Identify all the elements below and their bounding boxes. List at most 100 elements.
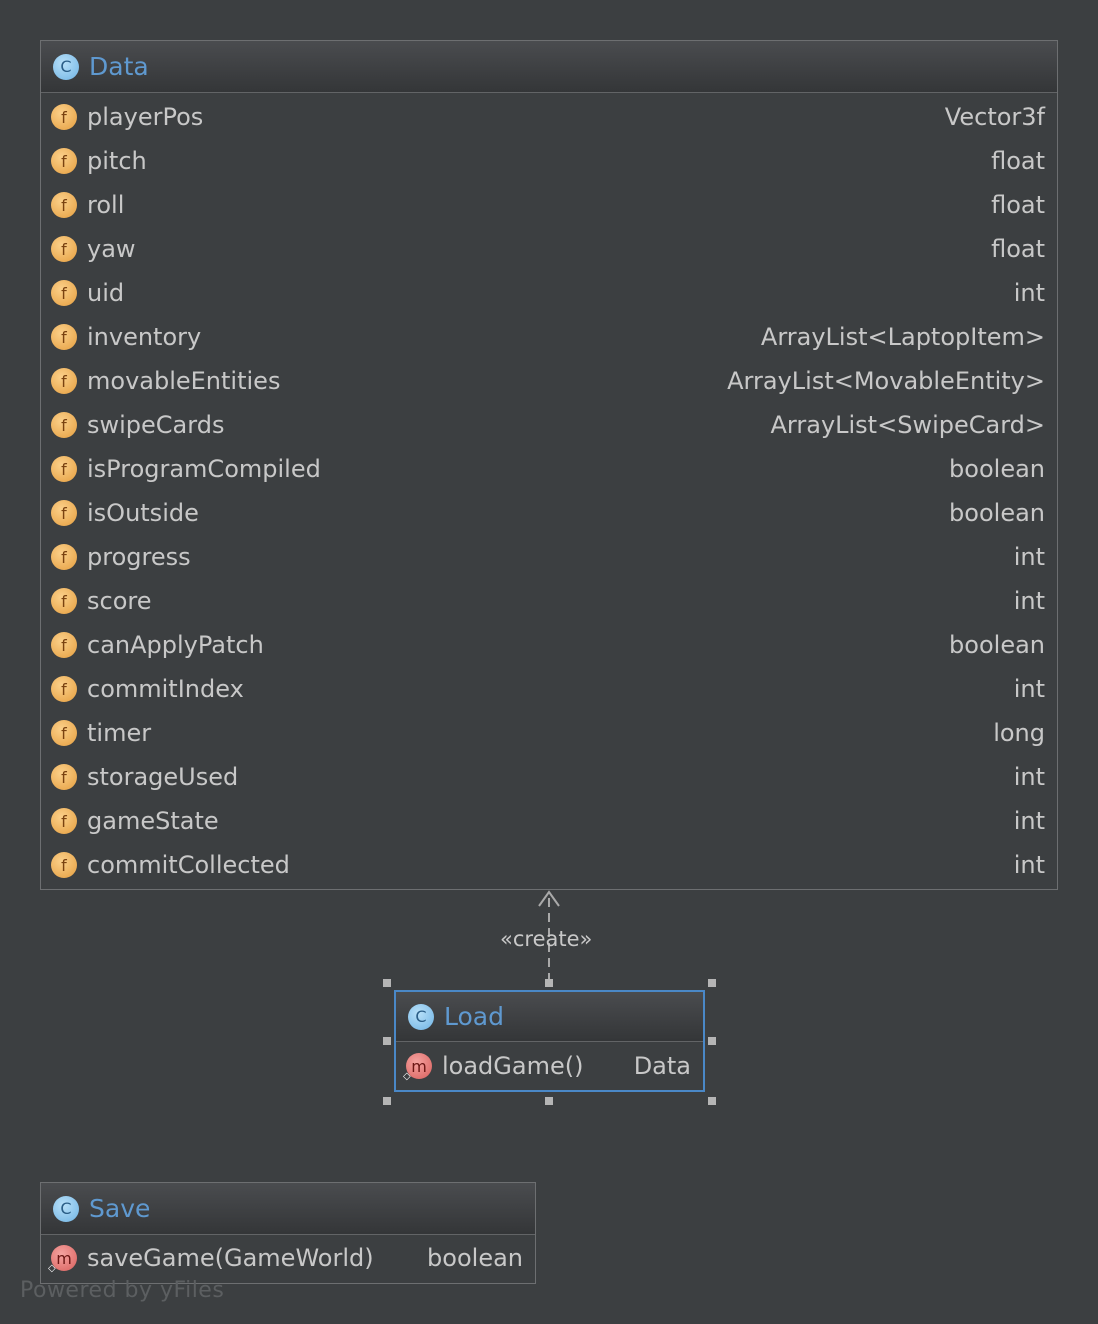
field-icon: f bbox=[51, 808, 77, 834]
method-name: loadGame() bbox=[442, 1052, 584, 1080]
lock-icon: ◇ bbox=[48, 1263, 56, 1274]
field-type: int bbox=[1013, 851, 1045, 879]
field-icon: f bbox=[51, 720, 77, 746]
field-name: inventory bbox=[87, 323, 202, 351]
field-type: float bbox=[991, 191, 1045, 219]
class-save[interactable]: C Save m◇ saveGame(GameWorld) boolean bbox=[40, 1182, 536, 1284]
field-name: yaw bbox=[87, 235, 136, 263]
field-name: movableEntities bbox=[87, 367, 281, 395]
field-icon: f bbox=[51, 764, 77, 790]
method-icon: m◇ bbox=[48, 1245, 77, 1274]
field-icon: f bbox=[51, 104, 77, 130]
field-icon: f bbox=[51, 852, 77, 878]
field-type: boolean bbox=[949, 455, 1045, 483]
field-name: storageUsed bbox=[87, 763, 239, 791]
watermark: Powered by yFiles bbox=[20, 1278, 225, 1303]
field-icon: f bbox=[51, 192, 77, 218]
field-icon: f bbox=[51, 412, 77, 438]
resize-handle-se[interactable] bbox=[708, 1097, 716, 1105]
field-type: int bbox=[1013, 807, 1045, 835]
field-name: uid bbox=[87, 279, 125, 307]
field-icon: f bbox=[51, 588, 77, 614]
field-name: timer bbox=[87, 719, 152, 747]
field-icon: f bbox=[51, 368, 77, 394]
open-arrowhead bbox=[538, 890, 560, 907]
field-type: ArrayList<LaptopItem> bbox=[760, 323, 1045, 351]
field-name: score bbox=[87, 587, 152, 615]
lock-icon: ◇ bbox=[403, 1071, 411, 1082]
resize-handle-s[interactable] bbox=[545, 1097, 553, 1105]
method-return-type: Data bbox=[633, 1052, 691, 1080]
field-icon: f bbox=[51, 500, 77, 526]
class-header-data: C Data bbox=[41, 41, 1057, 93]
field-icon: f bbox=[51, 544, 77, 570]
field-type: int bbox=[1013, 543, 1045, 571]
field-name: pitch bbox=[87, 147, 147, 175]
field-row[interactable]: f isProgramCompiled boolean bbox=[41, 447, 1057, 491]
class-name-load: Load bbox=[444, 1002, 504, 1031]
field-type: int bbox=[1013, 587, 1045, 615]
field-name: isOutside bbox=[87, 499, 199, 527]
field-row[interactable]: f commitCollected int bbox=[41, 843, 1057, 887]
field-icon: f bbox=[51, 148, 77, 174]
field-name: commitCollected bbox=[87, 851, 290, 879]
method-name: saveGame(GameWorld) bbox=[87, 1244, 374, 1272]
field-name: isProgramCompiled bbox=[87, 455, 321, 483]
method-row[interactable]: m◇ saveGame(GameWorld) boolean bbox=[41, 1235, 535, 1281]
field-icon: f bbox=[51, 236, 77, 262]
field-name: playerPos bbox=[87, 103, 204, 131]
resize-handle-ne[interactable] bbox=[708, 979, 716, 987]
field-type: float bbox=[991, 235, 1045, 263]
field-name: gameState bbox=[87, 807, 219, 835]
field-type: int bbox=[1013, 675, 1045, 703]
class-load[interactable]: C Load m◇ loadGame() Data bbox=[394, 990, 705, 1092]
field-row[interactable]: f gameState int bbox=[41, 799, 1057, 843]
method-row[interactable]: m◇ loadGame() Data bbox=[396, 1042, 703, 1090]
field-type: float bbox=[991, 147, 1045, 175]
field-type: ArrayList<SwipeCard> bbox=[770, 411, 1046, 439]
field-name: roll bbox=[87, 191, 125, 219]
field-icon: f bbox=[51, 676, 77, 702]
resize-handle-sw[interactable] bbox=[383, 1097, 391, 1105]
class-icon: C bbox=[408, 1003, 434, 1030]
field-type: ArrayList<MovableEntity> bbox=[727, 367, 1045, 395]
method-icon: m◇ bbox=[403, 1053, 432, 1082]
field-row[interactable]: f inventory ArrayList<LaptopItem> bbox=[41, 315, 1057, 359]
field-row[interactable]: f movableEntities ArrayList<MovableEntity> bbox=[41, 359, 1057, 403]
method-return-type: boolean bbox=[427, 1244, 523, 1272]
resize-handle-nw[interactable] bbox=[383, 979, 391, 987]
field-icon: f bbox=[51, 280, 77, 306]
resize-handle-w[interactable] bbox=[383, 1037, 391, 1045]
field-row[interactable]: f commitIndex int bbox=[41, 667, 1057, 711]
class-name-save: Save bbox=[89, 1194, 151, 1223]
field-row[interactable]: f swipeCards ArrayList<SwipeCard> bbox=[41, 403, 1057, 447]
field-name: swipeCards bbox=[87, 411, 225, 439]
field-row[interactable]: f progress int bbox=[41, 535, 1057, 579]
edge-label-create: «create» bbox=[500, 927, 593, 951]
class-header-save: C Save bbox=[41, 1183, 535, 1235]
resize-handle-n[interactable] bbox=[545, 979, 553, 987]
field-name: progress bbox=[87, 543, 191, 571]
field-icon: f bbox=[51, 456, 77, 482]
field-icon: f bbox=[51, 632, 77, 658]
field-type: int bbox=[1013, 279, 1045, 307]
class-name-data: Data bbox=[89, 52, 149, 81]
field-icon: f bbox=[51, 324, 77, 350]
class-header-load: C Load bbox=[396, 992, 703, 1042]
field-type: long bbox=[993, 719, 1045, 747]
field-name: commitIndex bbox=[87, 675, 244, 703]
resize-handle-e[interactable] bbox=[708, 1037, 716, 1045]
